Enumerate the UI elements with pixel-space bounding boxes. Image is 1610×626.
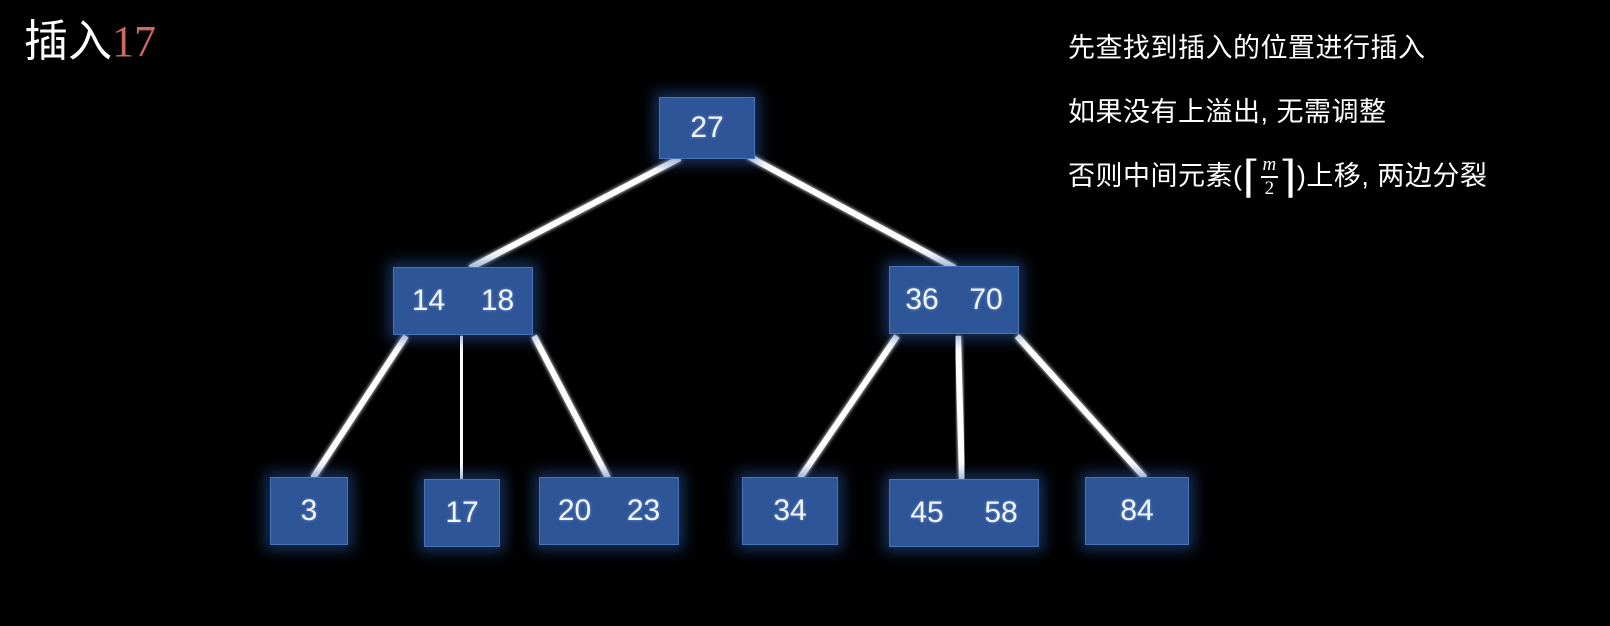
- node-key: 45: [910, 496, 944, 529]
- note-line-2: 如果没有上溢出, 无需调整: [1068, 97, 1387, 127]
- page-title-prefix: 插入: [24, 17, 112, 66]
- tree-edge-n-right-to-leaf-45-58: [955, 335, 965, 481]
- node-key: 34: [773, 494, 807, 527]
- node-keys: 14 18: [394, 286, 532, 316]
- node-key: 27: [690, 111, 724, 144]
- tree-edge-n-left-to-leaf-3: [310, 334, 409, 480]
- node-key: 14: [411, 284, 446, 317]
- fraction-numerator: m: [1262, 154, 1277, 176]
- ceiling-bracket-right: ⌉: [1279, 152, 1297, 202]
- node-key: 70: [969, 283, 1003, 316]
- tree-node-leaf-34[interactable]: 34: [742, 477, 838, 545]
- tree-edge-root-to-n-right: [746, 153, 957, 271]
- node-keys: 45 58: [890, 498, 1038, 528]
- note-line-3-after: )上移, 两边分裂: [1296, 161, 1488, 191]
- tree-node-leaf-84[interactable]: 84: [1085, 477, 1189, 545]
- tree-edge-root-to-n-left: [468, 155, 682, 271]
- page-title: 插入17: [24, 14, 156, 70]
- tree-node-n-left[interactable]: 14 18: [393, 267, 533, 335]
- note-line-3-before: 否则中间元素(: [1068, 161, 1243, 191]
- tree-edge-n-left-to-leaf-20-23: [531, 334, 611, 480]
- node-keys: 84: [1086, 496, 1188, 526]
- tree-node-n-right[interactable]: 36 70: [889, 266, 1019, 334]
- tree-node-root[interactable]: 27: [659, 97, 755, 159]
- node-key: 36: [905, 283, 939, 316]
- tree-node-leaf-45-58[interactable]: 45 58: [889, 479, 1039, 547]
- node-keys: 17: [425, 498, 499, 528]
- node-key: 58: [984, 496, 1018, 529]
- tree-node-leaf-17[interactable]: 17: [424, 479, 500, 547]
- node-keys: 27: [660, 113, 754, 143]
- tree-edge-n-left-to-leaf-17: [458, 335, 465, 481]
- note-line-1: 先查找到插入的位置进行插入: [1068, 33, 1426, 63]
- node-keys: 36 70: [890, 285, 1018, 315]
- ceiling-bracket-left: ⌈: [1242, 152, 1261, 202]
- page-title-value: 17: [112, 17, 156, 66]
- fraction-bar: [1261, 176, 1279, 178]
- node-key: 17: [445, 496, 479, 529]
- node-key: 20: [557, 494, 592, 527]
- node-key: 18: [480, 284, 515, 317]
- tree-edge-n-right-to-leaf-34: [797, 334, 900, 480]
- tree-node-leaf-3[interactable]: 3: [270, 477, 348, 545]
- node-key: 84: [1120, 494, 1154, 527]
- tree-edge-n-right-to-leaf-84: [1014, 333, 1148, 481]
- node-key: 3: [300, 494, 318, 527]
- fraction-denominator: 2: [1264, 177, 1275, 199]
- node-keys: 34: [743, 496, 837, 526]
- node-key: 23: [626, 494, 661, 527]
- node-keys: 3: [271, 496, 347, 526]
